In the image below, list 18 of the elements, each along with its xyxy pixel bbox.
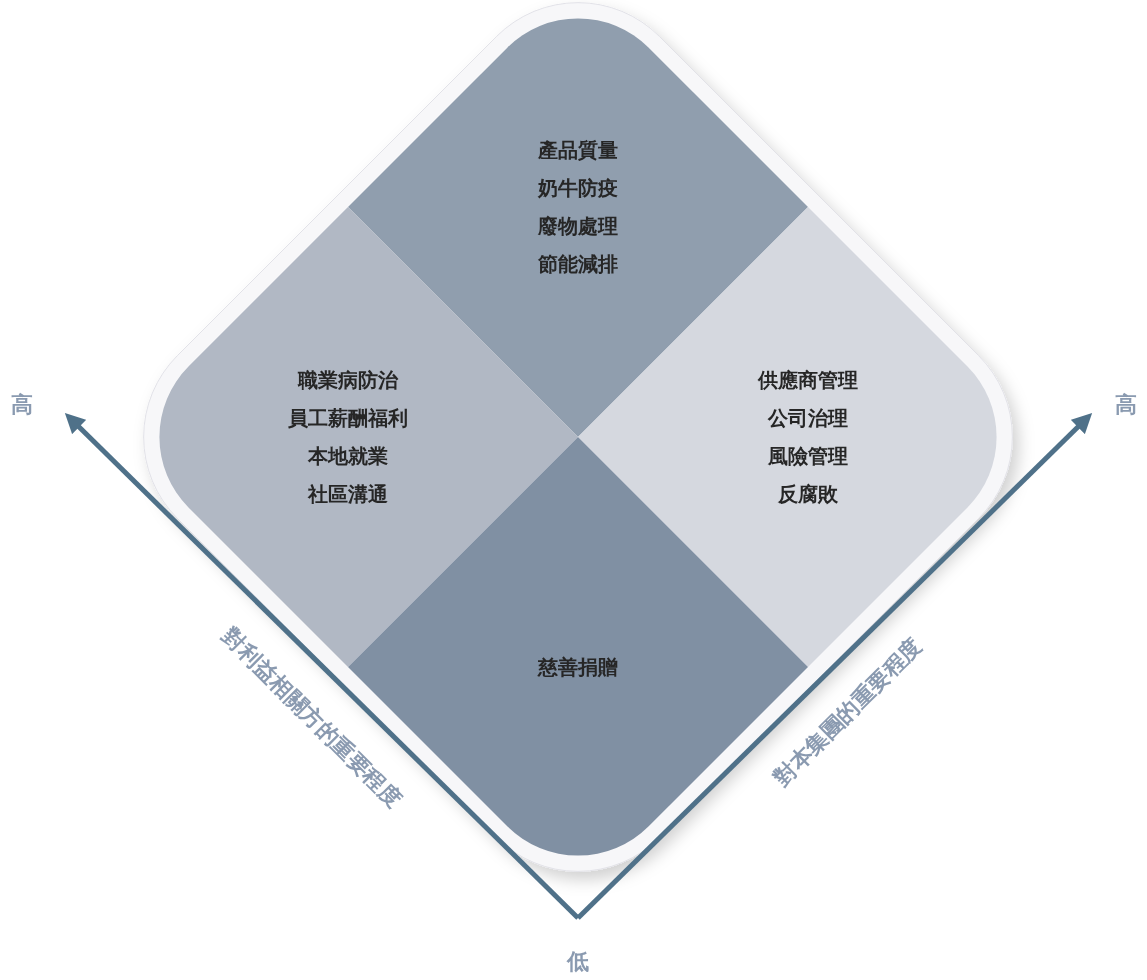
topic-label: 產品質量: [538, 136, 618, 164]
topic-label: 奶牛防疫: [538, 174, 618, 202]
topic-label: 職業病防治: [298, 366, 398, 394]
topic-label: 社區溝通: [308, 480, 388, 508]
topic-label: 本地就業: [308, 442, 388, 470]
high-label: 高: [11, 391, 33, 419]
low-label: 低: [567, 948, 589, 976]
topic-label: 廢物處理: [538, 212, 618, 240]
topic-label: 員工薪酬福利: [288, 404, 408, 432]
topic-label: 公司治理: [768, 404, 848, 432]
high-label: 高: [1115, 391, 1137, 419]
axis-title: 對本集團的重要程度: [767, 631, 928, 793]
topic-label: 慈善捐贈: [538, 653, 618, 681]
topic-label: 節能減排: [538, 250, 618, 278]
axis-title: 對利益相關方的重要程度: [216, 622, 408, 815]
topic-label: 反腐敗: [778, 480, 838, 508]
topic-label: 風險管理: [768, 442, 848, 470]
topic-label: 供應商管理: [758, 366, 858, 394]
